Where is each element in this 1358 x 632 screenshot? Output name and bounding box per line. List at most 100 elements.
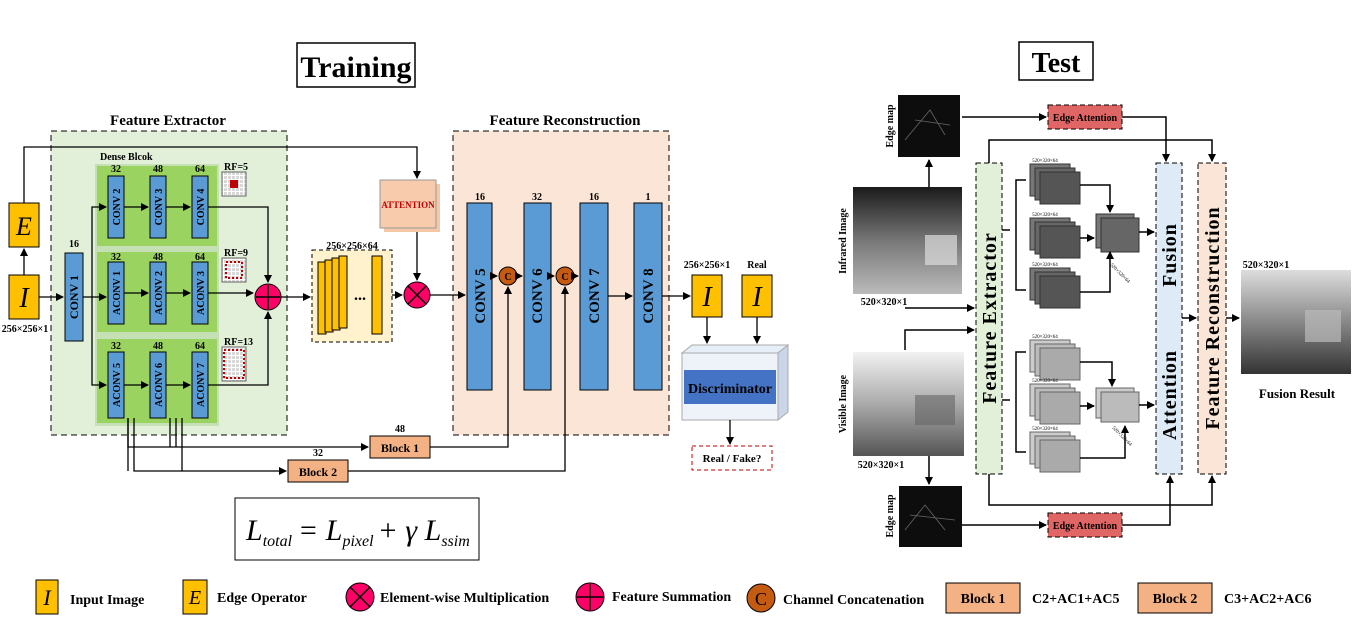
conv5-block bbox=[466, 202, 493, 391]
conv3-label: CONV 3 bbox=[154, 189, 165, 226]
fmap-last bbox=[371, 255, 383, 335]
result-size-label: 520×320×1 bbox=[1243, 260, 1289, 271]
ir-car bbox=[925, 235, 957, 265]
legend-input-symbol: I bbox=[42, 585, 52, 610]
feature-size-label: 256×256×64 bbox=[326, 241, 377, 252]
loss-box bbox=[234, 497, 480, 561]
legend-input-icon bbox=[35, 579, 59, 615]
real-fake-box bbox=[691, 445, 773, 471]
conv7-label: CONV 7 bbox=[587, 268, 603, 324]
conv1-channels: 16 bbox=[69, 239, 79, 250]
test-feature-extractor-label: Feature Extractor bbox=[979, 232, 1001, 404]
stack-vis-fused bbox=[1095, 387, 1140, 423]
loss-eq: = L bbox=[298, 514, 342, 547]
rf13-label: RF=13 bbox=[224, 337, 253, 348]
conv1-label: CONV 1 bbox=[67, 275, 81, 319]
block1-label: Block 1 bbox=[381, 441, 419, 455]
aconv3-label: ACONV 3 bbox=[196, 271, 207, 315]
loss-equation: Ltotal= Lpixel+ γ Lssim bbox=[245, 514, 470, 550]
dense-conv-blocks: CONV 2 CONV 3 CONV 4 ACONV 1 ACONV 2 ACO… bbox=[107, 164, 209, 419]
legend-concat-icon bbox=[746, 583, 776, 613]
conv7-block bbox=[579, 202, 609, 391]
output-size: 256×256×1 bbox=[684, 260, 730, 271]
loss-ssim-sub: ssim bbox=[441, 533, 469, 550]
aconv6-label: ACONV 6 bbox=[154, 363, 165, 407]
test-arrows bbox=[904, 113, 1240, 529]
conv6-label: CONV 6 bbox=[530, 268, 546, 324]
edge-attention-top-label: Edge Attention bbox=[1053, 113, 1118, 124]
ch-label-32c: 32 bbox=[111, 341, 121, 352]
ch-label-64a: 64 bbox=[195, 164, 205, 175]
visible-image-label: Visible Image bbox=[838, 374, 849, 433]
legend-input-label: Input Image bbox=[70, 593, 144, 608]
rf9-label: RF=9 bbox=[224, 248, 248, 259]
stack-ir-2 bbox=[1029, 217, 1081, 259]
disc-core bbox=[684, 370, 776, 404]
feature-dots: ... bbox=[354, 287, 366, 304]
legend-block1-icon bbox=[945, 582, 1021, 614]
attention-label: ATTENTION bbox=[381, 200, 435, 210]
loss-total-l: L bbox=[245, 514, 263, 547]
test-feature-extractor bbox=[975, 162, 1003, 475]
rf5-label: RF=5 bbox=[224, 162, 248, 173]
legend-concat-label: Channel Concatenation bbox=[783, 593, 924, 608]
stack-vis-2 bbox=[1029, 383, 1081, 425]
legend-block1-label: Block 1 bbox=[961, 592, 1006, 607]
stack-ir-2-label: 520×320×64 bbox=[1032, 213, 1058, 218]
training-title-box: Training bbox=[296, 42, 416, 88]
vis-edge-map bbox=[899, 486, 962, 547]
ir-edge-map-label: Edge map bbox=[885, 104, 896, 148]
fusion-result-label: Fusion Result bbox=[1259, 386, 1336, 401]
discriminator-label: Discriminator bbox=[688, 382, 772, 397]
loss-total-sub: total bbox=[263, 533, 293, 550]
ch-label-48a: 48 bbox=[153, 164, 163, 175]
legend-edge-icon bbox=[182, 579, 208, 615]
rf13-grid bbox=[221, 346, 247, 382]
disc-top bbox=[680, 344, 790, 354]
training-arrows bbox=[20, 146, 761, 475]
legend-edge-label: Edge Operator bbox=[217, 591, 307, 606]
ir-edge-map bbox=[898, 95, 960, 157]
ch-label-32b: 32 bbox=[111, 252, 121, 263]
ch-label-64c: 64 bbox=[195, 341, 205, 352]
ch-label-64b: 64 bbox=[195, 252, 205, 263]
ir-edge-lines bbox=[904, 109, 951, 141]
legend-mult-x bbox=[349, 586, 371, 608]
multiplication-x bbox=[407, 285, 427, 305]
test-attention-label: Attention bbox=[1159, 350, 1181, 440]
legend-mult-label: Element-wise Multiplication bbox=[380, 591, 549, 606]
dense-block-label: Dense Blcok bbox=[100, 152, 153, 163]
aconv7-label: ACONV 7 bbox=[196, 363, 207, 407]
input-size-label: 256×256×1 bbox=[2, 324, 48, 335]
conv4-label: CONV 4 bbox=[196, 189, 207, 226]
real-image-box bbox=[741, 274, 773, 318]
test-title-box: Test bbox=[1018, 41, 1094, 81]
legend-edge-symbol: E bbox=[188, 587, 201, 609]
stack-ir-fused-label: 520×320×64 bbox=[1109, 263, 1131, 285]
edge-attention-bottom-label: Edge Attention bbox=[1053, 521, 1118, 532]
legend-sum-label: Feature Summation bbox=[612, 590, 731, 605]
training-title: Training bbox=[300, 51, 411, 84]
aconv5-label: ACONV 5 bbox=[112, 363, 123, 407]
conv8-ch: 1 bbox=[646, 192, 651, 203]
output-image-symbol: I bbox=[701, 282, 713, 313]
conv2-label: CONV 2 bbox=[112, 189, 123, 226]
stack-vis-2-label: 520×320×64 bbox=[1032, 379, 1058, 384]
stack-ir-3-label: 520×320×64 bbox=[1032, 263, 1058, 268]
conv7-ch: 16 bbox=[589, 192, 599, 203]
disc-side bbox=[777, 343, 789, 422]
edge-attention-top bbox=[1047, 104, 1123, 130]
test-title: Test bbox=[1032, 48, 1081, 79]
real-label: Real bbox=[747, 260, 767, 271]
legend-block2-desc: C3+AC2+AC6 bbox=[1224, 592, 1312, 607]
attention-block bbox=[379, 179, 437, 229]
stack-ir-fused bbox=[1095, 213, 1140, 253]
ch-label-48c: 48 bbox=[153, 341, 163, 352]
block2-label: Block 2 bbox=[299, 465, 337, 479]
rf-grids: RF=5 RF=9 RF=13 bbox=[221, 162, 253, 382]
recon-convs: CONV 5 16 CONV 6 32 CONV 7 16 CONV 8 1 bbox=[466, 192, 663, 391]
conv5-ch: 16 bbox=[475, 192, 485, 203]
stack-vis-fused-label: 520×320×64 bbox=[1111, 426, 1133, 448]
